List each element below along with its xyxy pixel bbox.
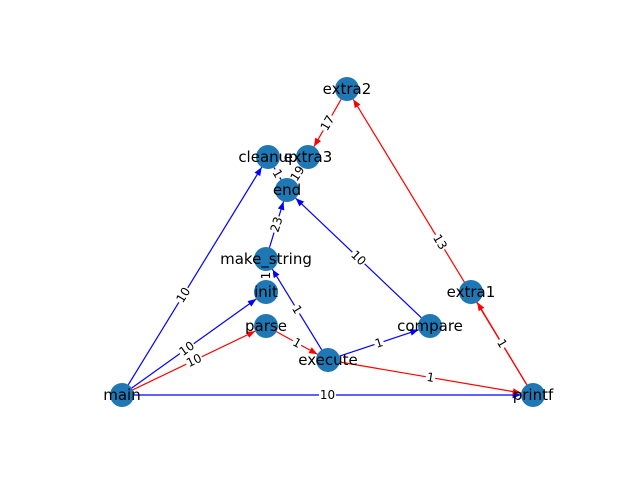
node-cleanup: cleanup <box>238 145 298 169</box>
node-extra1: extra1 <box>447 280 496 304</box>
edge-weight-background <box>269 165 286 182</box>
edge-weight-text: 19 <box>287 163 307 183</box>
node-label: cleanup <box>238 148 297 166</box>
node-compare: compare <box>397 314 463 338</box>
edge-weight-text: 1 <box>373 335 385 351</box>
node-label: init <box>254 283 278 301</box>
node-circle <box>296 145 320 169</box>
edge-weight-label: 1 <box>372 334 386 352</box>
edge-weight-text: 1 <box>259 272 273 280</box>
node-main: main <box>103 383 141 407</box>
edge-main-to-init <box>131 298 257 389</box>
node-label: extra3 <box>284 148 333 166</box>
edge-weight-background <box>175 338 198 360</box>
edge-weight-text: 10 <box>173 285 193 305</box>
edge-weight-background <box>259 270 273 281</box>
edge-weight-label: 1 <box>259 270 273 281</box>
edge-weight-label: 1 <box>289 334 305 352</box>
node-extra3: extra3 <box>284 145 333 169</box>
edge-weight-label: 23 <box>267 214 286 235</box>
node-circle <box>110 383 134 407</box>
node-circle <box>254 247 278 271</box>
edge-weight-label: 19 <box>287 162 308 185</box>
node-printf: printf <box>513 383 554 407</box>
node-label: printf <box>513 386 554 404</box>
node-circle <box>254 280 278 304</box>
edge-weight-label: 13 <box>429 231 451 253</box>
edge-weight-label: 1 <box>288 301 306 318</box>
node-label: end <box>273 181 301 199</box>
edge-weight-background <box>319 388 336 402</box>
node-init: init <box>254 280 278 304</box>
node-circle <box>459 280 483 304</box>
edge-weight-background <box>493 335 511 352</box>
node-parse: parse <box>245 314 287 338</box>
node-label: parse <box>245 317 287 335</box>
node-circle <box>256 145 280 169</box>
edge-weight-label: 10 <box>183 350 205 371</box>
node-label: main <box>103 386 140 404</box>
node-extra2: extra2 <box>323 77 372 101</box>
edge-weight-background <box>289 334 305 352</box>
node-circle <box>316 348 340 372</box>
edge-weight-text: 1 <box>426 370 436 385</box>
edge-weight-label: 10 <box>319 388 336 402</box>
edge-weight-background <box>429 231 451 253</box>
edge-weight-text: 10 <box>320 388 335 402</box>
edge-weight-background <box>287 162 308 185</box>
node-circle <box>335 77 359 101</box>
node-circle <box>418 314 442 338</box>
edge-weight-label: 10 <box>172 284 194 306</box>
edge-weight-text: 10 <box>184 351 204 370</box>
edge-weight-text: 23 <box>268 215 286 234</box>
node-label: extra2 <box>323 80 372 98</box>
node-label: execute <box>298 351 357 369</box>
edge-weight-background <box>183 350 205 371</box>
node-execute: execute <box>298 348 358 372</box>
node-circle <box>521 383 545 407</box>
edge-weight-background <box>172 284 194 306</box>
edge-weight-label: 17 <box>317 112 338 134</box>
node-circle <box>254 314 278 338</box>
edge-weight-text: 17 <box>318 113 338 133</box>
edge-weight-background <box>288 301 306 318</box>
node-make_string: make_string <box>220 247 312 271</box>
edge-weight-background <box>267 214 286 235</box>
edge-main-to-cleanup <box>127 166 263 386</box>
edge-weight-background <box>317 112 338 134</box>
node-circle <box>275 178 299 202</box>
node-label: compare <box>397 317 463 335</box>
edge-weight-background <box>424 369 437 386</box>
edge-weight-label: 1 <box>493 335 511 352</box>
node-label: make_string <box>220 250 312 269</box>
node-end: end <box>273 178 301 202</box>
node-label: extra1 <box>447 283 496 301</box>
edge-weight-label: 1 <box>424 369 437 386</box>
edge-weight-text: 13 <box>430 232 450 252</box>
edge-weight-background <box>372 334 386 352</box>
edge-weight-background <box>347 247 370 269</box>
